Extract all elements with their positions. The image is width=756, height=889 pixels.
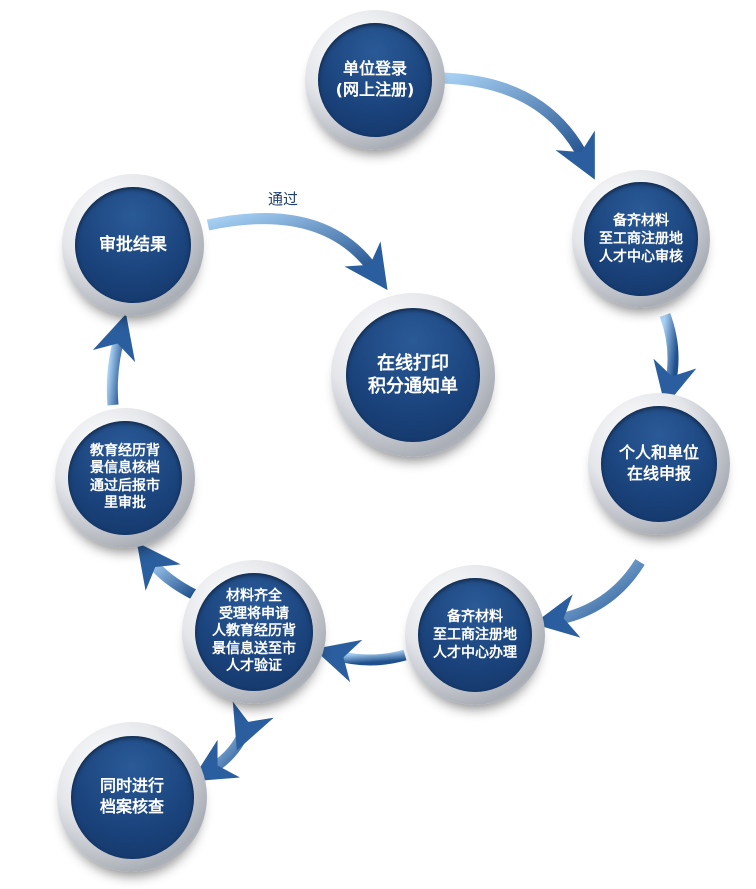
node-text-line: 同时进行 (99, 776, 164, 796)
node-text-line: 人才中心审核 (598, 249, 683, 266)
node-face: 个人和单位在线申报 (600, 405, 718, 523)
node-face: 在线打印积分通知单 (345, 307, 481, 443)
node-text-line: 里审批 (103, 495, 146, 512)
node-submit-process: 备齐材料至工商注册地人才中心办理 (405, 565, 545, 705)
node-text-line: 至工商注册地 (432, 626, 517, 643)
arrow-complete-to-verified (136, 542, 198, 600)
arrow-verified-to-result (92, 313, 136, 406)
node-text-line: 档案核查 (99, 797, 164, 816)
node-text-line: 在线打印 (376, 352, 449, 374)
node-text-line: 积分通知单 (367, 375, 458, 397)
node-archive-check: 同时进行档案核查 (57, 722, 207, 872)
node-approval-result: 审批结果 (62, 174, 204, 316)
node-submit-review: 备齐材料至工商注册地人才中心审核 (572, 170, 710, 308)
node-background-verified: 教育经历背景信息核档通过后报市里审批 (55, 408, 195, 548)
node-text-line: 景信息核档 (89, 460, 160, 477)
node-text-line: 备齐材料 (446, 608, 503, 625)
node-text-line: 单位登录 (342, 59, 407, 79)
arrow-complete-archive (191, 701, 274, 782)
arrow-process-to-complete (313, 639, 407, 683)
node-text-line: 人才中心办理 (432, 645, 517, 662)
node-text-line: 个人和单位 (618, 443, 699, 463)
node-face: 备齐材料至工商注册地人才中心办理 (417, 577, 533, 693)
node-text-line: 通过后报市 (89, 477, 160, 494)
node-text-line: 至工商注册地 (598, 230, 683, 247)
arrow-apply-to-process (533, 559, 645, 638)
arrow-result-to-print (206, 213, 388, 291)
node-text-line: 人教育经历背 (211, 623, 296, 640)
arrow-login-to-review (439, 72, 595, 180)
node-text-line: 备齐材料 (612, 212, 669, 229)
arrow-review-to-apply (653, 313, 697, 407)
node-text-line: 审批结果 (98, 234, 167, 255)
node-print-notice: 在线打印积分通知单 (331, 293, 495, 457)
edge-label-pass: 通过 (268, 190, 299, 208)
node-text-line: 材料齐全 (225, 588, 282, 605)
node-online-apply: 个人和单位在线申报 (588, 393, 730, 535)
node-materials-complete: 材料齐全受理将申请人教育经历背景信息送至市人才验证 (182, 560, 326, 704)
node-text-line: (网上注册) (335, 79, 415, 99)
node-text-line: 教育经历背 (89, 442, 160, 459)
node-face: 同时进行档案核查 (70, 735, 194, 859)
node-text-line: 受理将申请 (218, 605, 289, 622)
node-face: 单位登录(网上注册) (317, 22, 433, 138)
node-text-line: 景信息送至市 (211, 640, 296, 657)
node-face: 审批结果 (74, 186, 192, 304)
node-face: 备齐材料至工商注册地人才中心审核 (584, 182, 698, 296)
node-unit-login: 单位登录(网上注册) (305, 10, 445, 150)
node-face: 材料齐全受理将申请人教育经历背景信息送至市人才验证 (194, 572, 314, 692)
node-face: 教育经历背景信息核档通过后报市里审批 (67, 420, 183, 536)
node-text-line: 人才验证 (225, 658, 282, 675)
node-text-line: 在线申报 (626, 463, 691, 483)
